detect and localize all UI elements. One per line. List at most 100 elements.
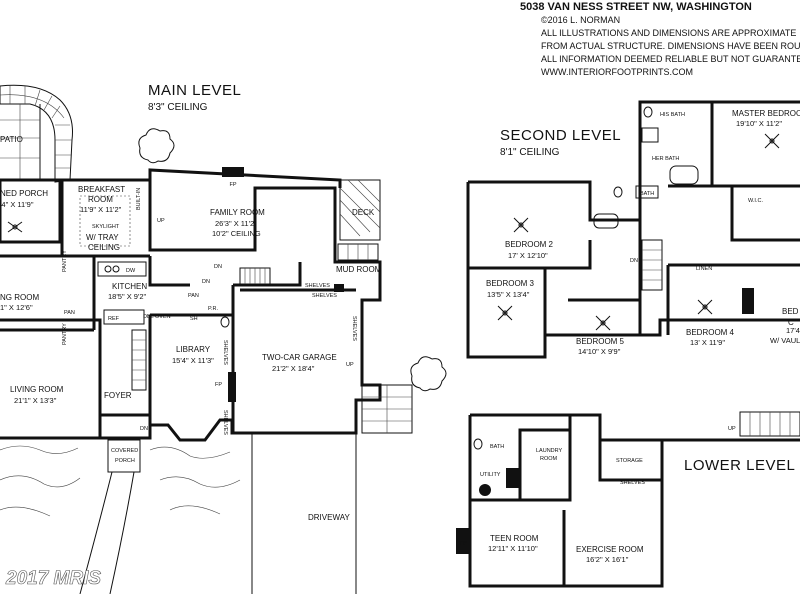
library-label: LIBRARY: [176, 345, 211, 354]
toilet-icon: [220, 316, 230, 328]
library-fp-label: FP: [215, 382, 222, 388]
teen-room-dims: 12'11" X 11'10": [488, 544, 538, 553]
driveway-edges: [251, 433, 357, 594]
water-heater-icon: [479, 484, 491, 496]
fireplace-icon: [742, 288, 754, 314]
bedroom-2-label: BEDROOM 2: [505, 240, 554, 249]
pr-label: P.R.: [208, 306, 218, 312]
living-room-dims: 21'1" X 13'3": [14, 396, 57, 405]
living-room-label: LIVING ROOM: [10, 385, 64, 394]
pan-label: PAN: [188, 293, 199, 299]
bedroom-6-note: W/ VAUL: [770, 336, 800, 345]
walkway: [79, 471, 135, 594]
bedroom-5-label: BEDROOM 5: [576, 337, 625, 346]
main-level-title: MAIN LEVEL: [148, 82, 241, 99]
master-bedroom-dims: 19'10" X 11'2": [736, 119, 782, 128]
stairs-icon: [239, 267, 271, 285]
tree-icon: [410, 356, 447, 392]
kitchen-dims: 18'5" X 9'2": [108, 292, 147, 301]
laundry-label-1: LAUNDRY: [536, 448, 563, 454]
garage-label: TWO-CAR GARAGE: [262, 353, 337, 362]
bedroom-2-dims: 17' X 12'10": [508, 251, 548, 260]
wic-label: W.I.C.: [748, 198, 763, 204]
lower-up-label: UP: [728, 426, 736, 432]
up-label: UP: [157, 218, 165, 224]
tray-label-2: CEILING: [88, 243, 120, 252]
main-level-ceiling: 8'3" CEILING: [148, 102, 208, 113]
second-level-ceiling: 8'1" CEILING: [500, 147, 560, 158]
exercise-room-dims: 16'2" X 16'1": [586, 555, 629, 564]
family-room-ceiling: 10'2" CEILING: [212, 229, 261, 238]
shelves-label: SHELVES: [222, 340, 228, 365]
built-in-label: BUILT-IN: [136, 188, 142, 210]
dn-label: DN: [214, 264, 222, 270]
garage-shelves-label: SHELVES: [312, 293, 337, 299]
her-bath-label: HER BATH: [652, 156, 679, 162]
screened-porch-dims: '4" X 11'9": [0, 200, 34, 209]
second-level-title: SECOND LEVEL: [500, 127, 621, 144]
bedroom-4-dims: 13' X 11'9": [690, 338, 725, 347]
mud-room-appliance-icon: [334, 284, 344, 292]
bedroom-4-label: BEDROOM 4: [686, 328, 735, 337]
family-fp-label: FP: [229, 182, 236, 188]
disclaimer-line-2: FROM ACTUAL STRUCTURE. DIMENSIONS HAVE B…: [541, 41, 800, 51]
toilet-icon: [473, 438, 483, 450]
screened-porch-label: NED PORCH: [0, 189, 48, 198]
lower-level-title: LOWER LEVEL: [684, 457, 795, 474]
copyright-text: ©2016 L. NORMAN: [541, 15, 620, 25]
sh-label: SH: [190, 316, 198, 322]
kitchen-label: KITCHEN: [112, 282, 147, 291]
garage-dims: 21'2" X 18'4": [272, 364, 315, 373]
bath-label-box: [635, 185, 659, 199]
bathtub-icon: [593, 213, 619, 229]
pantry-label: PANTRY: [62, 323, 68, 345]
second-level-top-walls: [468, 100, 800, 222]
patio-pavers: [0, 84, 73, 183]
ceiling-fan-icon: [697, 299, 713, 315]
mud-shelves-label: SHELVES: [305, 283, 330, 289]
disclaimer-line-1: ALL ILLUSTRATIONS AND DIMENSIONS ARE APP…: [541, 28, 796, 38]
tray-ceiling-outline: [79, 195, 131, 247]
furnace-icon: [506, 468, 520, 488]
utility-label: UTILITY: [480, 472, 501, 478]
family-room-label: FAMILY ROOM: [210, 208, 265, 217]
ceiling-fan-icon: [7, 221, 23, 233]
covered-porch-label-1: COVERED: [111, 448, 138, 454]
screened-porch-outline: [0, 178, 62, 244]
his-bath-label: HIS BATH: [660, 112, 685, 118]
teen-room-label: TEEN ROOM: [490, 534, 539, 543]
mud-room-label: MUD ROOM: [336, 265, 382, 274]
dn-label: DN: [140, 426, 148, 432]
dw-label: DW: [126, 268, 136, 274]
website-text: WWW.INTERIORFOOTPRINTS.COM: [541, 67, 693, 77]
storage-label: STORAGE: [616, 458, 643, 464]
sink-icon: [641, 127, 659, 143]
family-room-top-wall: [148, 168, 342, 188]
breakfast-dims: 11'9" X 11'2": [80, 205, 122, 214]
skylight-label: SKYLIGHT: [92, 224, 120, 230]
exterior-steps: [361, 384, 413, 434]
master-bedroom-label: MASTER BEDROO: [732, 109, 800, 118]
ceiling-fan-icon: [513, 217, 529, 233]
bath-label: BATH: [640, 191, 654, 197]
stairs-icon: [131, 329, 147, 391]
garage-side-shelves: SHELVES: [351, 316, 357, 341]
covered-porch-outline: [107, 439, 141, 473]
library-dims: 15'4" X 11'3": [172, 356, 214, 365]
stairs-icon: [739, 411, 800, 437]
deck-label: DECK: [352, 208, 375, 217]
pantry-label: PANTRY: [62, 250, 68, 272]
cooktop-burner-icon: [112, 265, 120, 273]
linen-label: LINEN: [696, 266, 712, 272]
lower-fp-label: FP: [460, 541, 467, 547]
watermark: 2017 MRIS: [5, 568, 101, 589]
exercise-room-label: EXERCISE ROOM: [576, 545, 644, 554]
header-block: 5038 VAN NESS STREET NW, WASHINGTON ©201…: [520, 1, 800, 77]
family-room-dims: 26'3" X 11'2": [215, 219, 257, 228]
ceiling-fan-icon: [764, 133, 780, 149]
pan-label: PAN: [64, 310, 75, 316]
tray-label-1: W/ TRAY: [86, 233, 119, 242]
second-level-plan: SECOND LEVEL 8'1" CEILING HIS BATH HER B…: [466, 100, 800, 359]
fireplace-icon: [456, 528, 470, 554]
bedroom-5-dims: 14'10" X 9'9": [578, 347, 621, 356]
